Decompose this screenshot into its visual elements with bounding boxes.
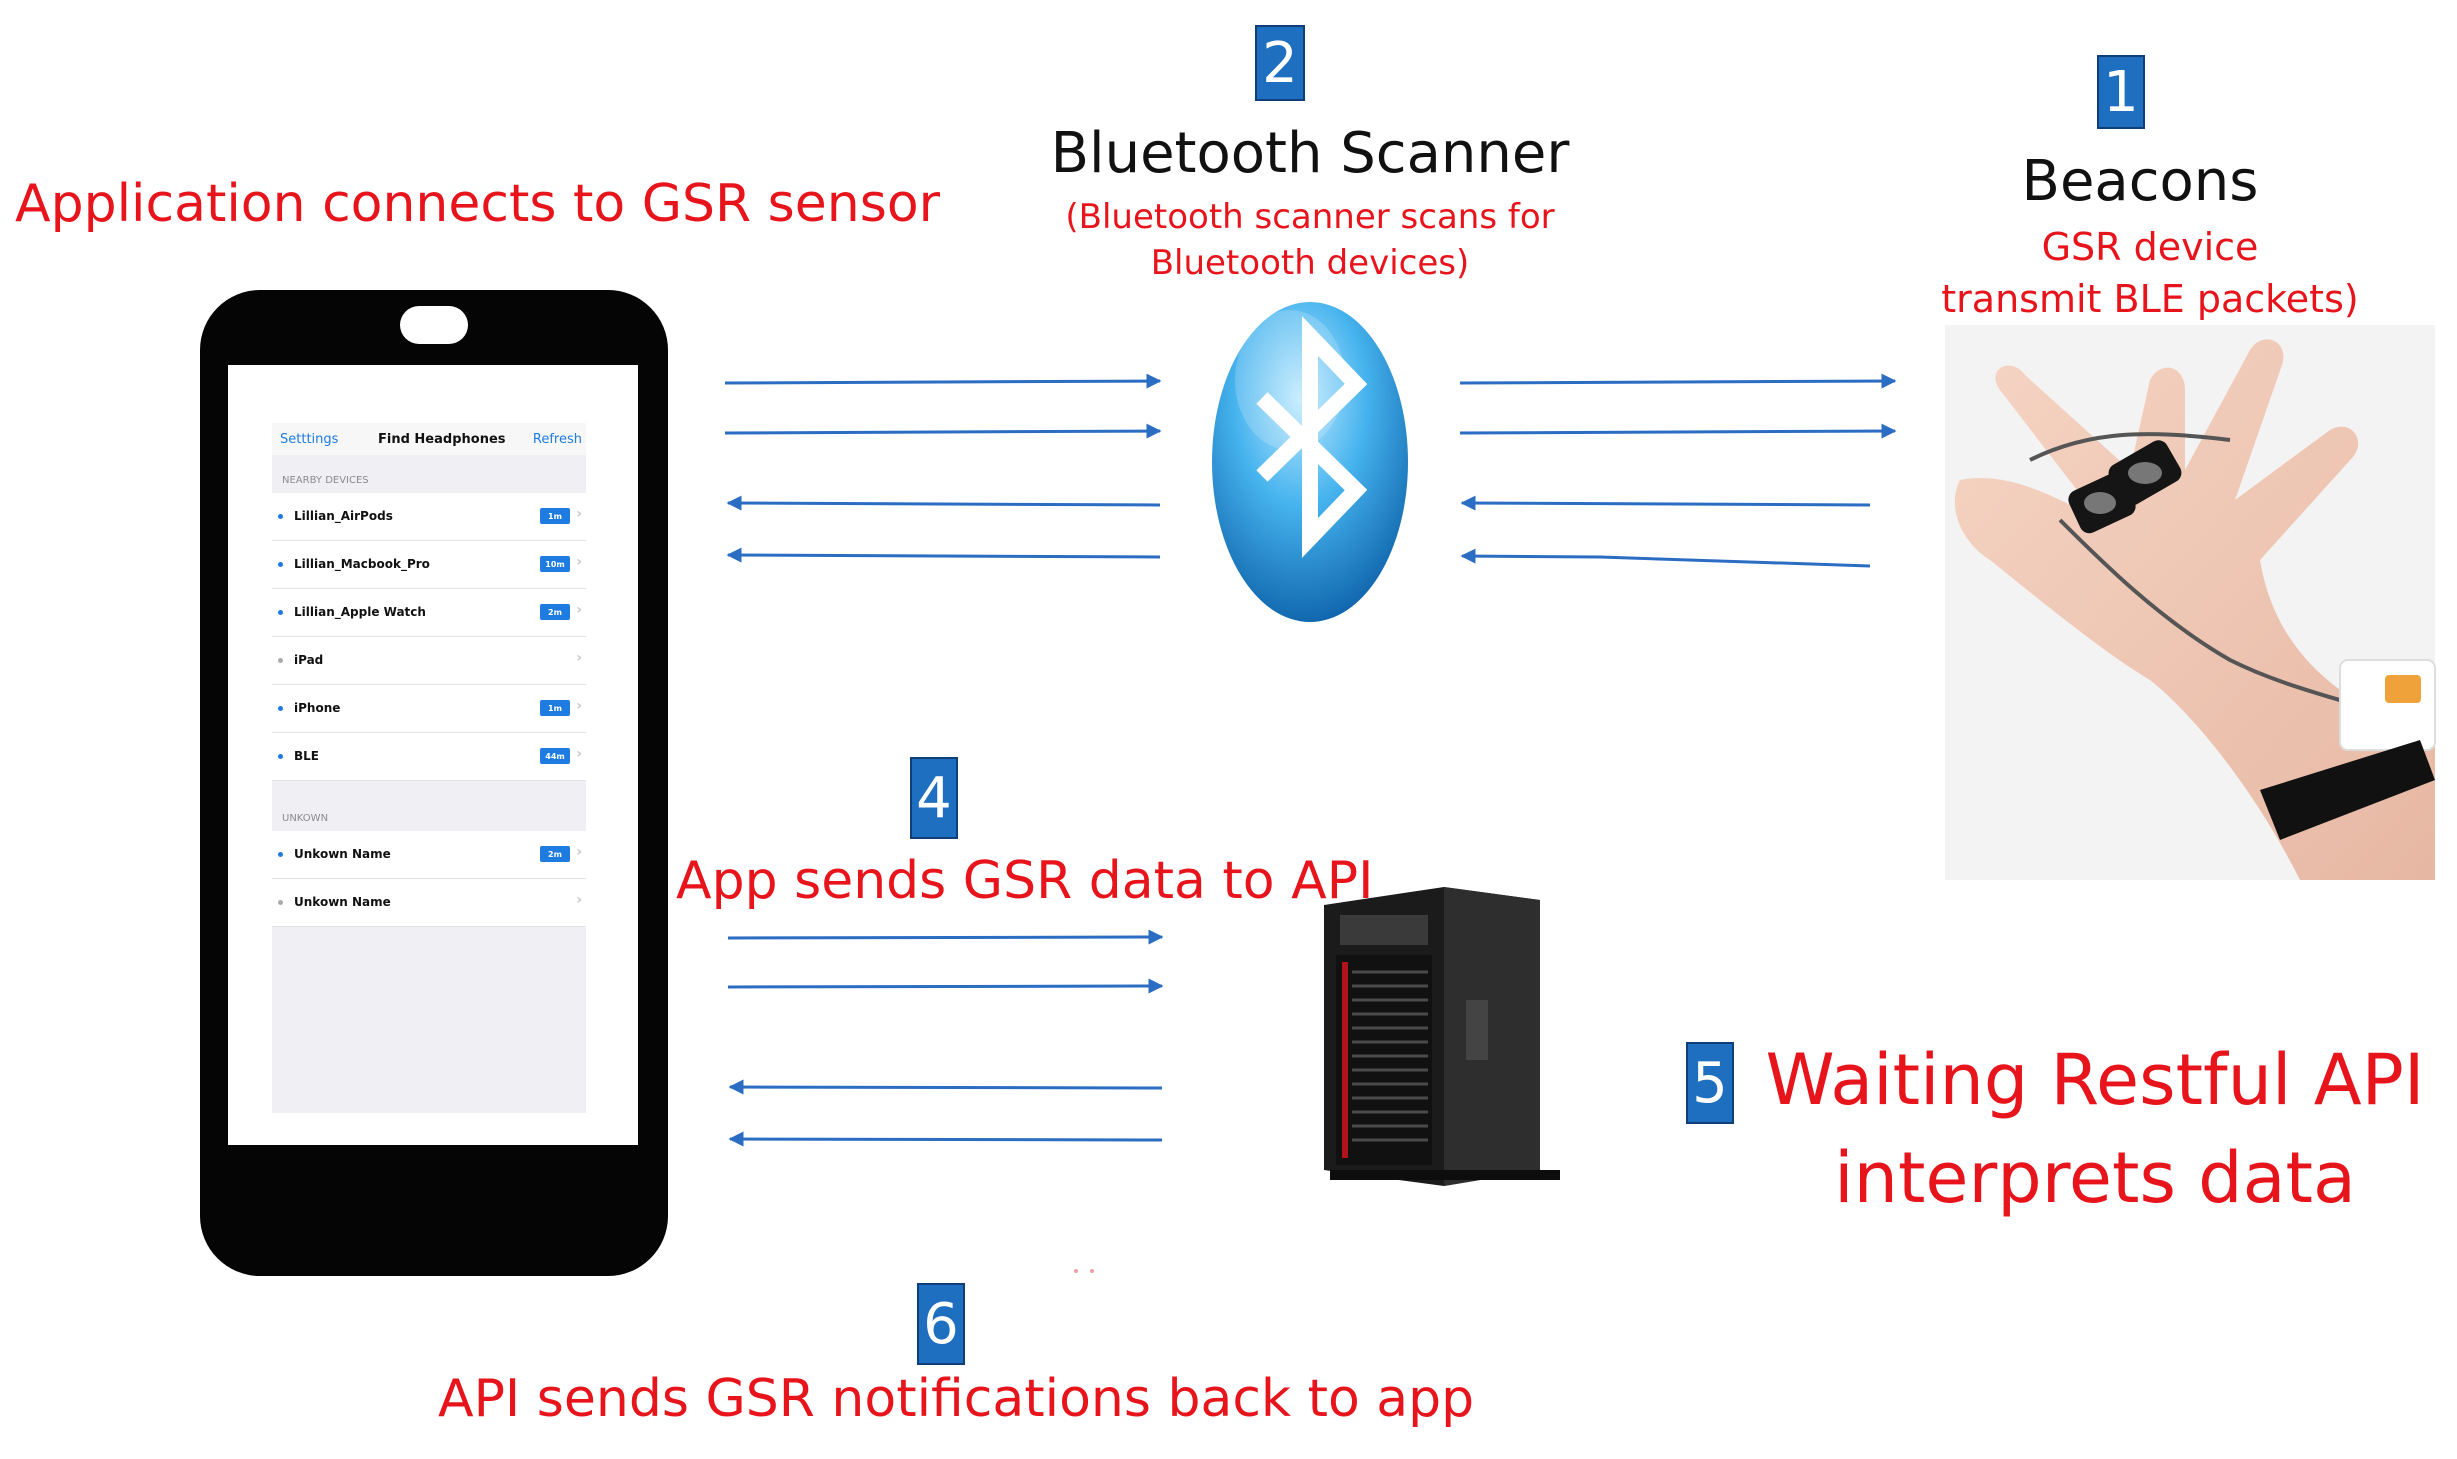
beacons-desc-line-1: GSR device xyxy=(2041,225,2259,269)
phone-screen: Setttings Find Headphones Refresh NEARBY… xyxy=(228,365,638,1145)
device-row[interactable]: Lillian_Apple Watch 2m › xyxy=(272,589,586,637)
arrow-right xyxy=(724,373,1162,389)
chevron-right-icon: › xyxy=(576,746,582,762)
status-dot xyxy=(278,754,283,759)
distance-badge: 10m xyxy=(540,556,570,572)
arrow-left xyxy=(1460,548,1601,564)
arrow-right xyxy=(1459,423,1897,439)
status-dot xyxy=(278,706,283,711)
device-name: Lillian_AirPods xyxy=(294,509,393,523)
faint-artifact-marks xyxy=(1074,1269,1094,1273)
step-badge-1: 1 xyxy=(2097,55,2145,129)
device-row[interactable]: Lillian_AirPods 1m › xyxy=(272,493,586,541)
step-badge-6: 6 xyxy=(917,1283,965,1365)
phone-bluetooth-arrows xyxy=(724,373,1162,563)
scanner-desc-line-1: (Bluetooth scanner scans for xyxy=(1065,197,1555,237)
chevron-right-icon: › xyxy=(576,602,582,618)
step-badge-5: 5 xyxy=(1686,1042,1734,1124)
bluetooth-beacon-arrows xyxy=(1459,373,1897,568)
section-nearby-devices: NEARBY DEVICES xyxy=(282,475,369,486)
chevron-right-icon: › xyxy=(576,554,582,570)
chevron-right-icon: › xyxy=(576,698,582,714)
refresh-link[interactable]: Refresh xyxy=(532,432,582,447)
api-sends-label: API sends GSR notifications back to app xyxy=(438,1369,1475,1429)
status-dot xyxy=(278,900,283,905)
arrow-right xyxy=(727,978,1164,994)
distance-badge: 2m xyxy=(540,846,570,862)
status-dot xyxy=(278,562,283,567)
beacons-title: Beacons xyxy=(2021,149,2259,214)
app-sends-label: App sends GSR data to API xyxy=(676,851,1374,911)
distance-badge: 2m xyxy=(540,604,570,620)
device-name: Unkown Name xyxy=(294,847,391,861)
distance-badge: 1m xyxy=(540,700,570,716)
arrow-left xyxy=(726,547,1161,563)
status-dot xyxy=(278,610,283,615)
device-row[interactable]: Unkown Name › xyxy=(272,879,586,927)
bluetooth-icon xyxy=(1212,302,1408,622)
chevron-right-icon: › xyxy=(576,892,582,908)
waiting-api-line-2: interprets data xyxy=(1834,1137,2356,1219)
device-row[interactable]: Unkown Name 2m › xyxy=(272,831,586,879)
arrow-right xyxy=(1459,373,1897,389)
settings-link[interactable]: Setttings xyxy=(280,432,339,447)
gsr-hand-image xyxy=(1945,325,2436,880)
device-row[interactable]: iPad › xyxy=(272,637,586,685)
distance-badge: 1m xyxy=(540,508,570,524)
chevron-right-icon: › xyxy=(576,506,582,522)
chevron-right-icon: › xyxy=(576,650,582,666)
arrow-left xyxy=(726,495,1161,511)
device-name: BLE xyxy=(294,749,319,763)
status-dot xyxy=(278,514,283,519)
server-tower-icon xyxy=(1324,887,1560,1186)
device-name: iPad xyxy=(294,653,324,667)
chevron-right-icon: › xyxy=(576,844,582,860)
section-unknown: UNKOWN xyxy=(282,813,329,824)
app-connects-label: Application connects to GSR sensor xyxy=(15,174,941,234)
app-nav-bar: Setttings Find Headphones Refresh xyxy=(272,423,586,455)
device-row[interactable]: iPhone 1m › xyxy=(272,685,586,733)
find-headphones-app: Setttings Find Headphones Refresh NEARBY… xyxy=(272,423,586,1113)
smartphone: Setttings Find Headphones Refresh NEARBY… xyxy=(200,290,668,1276)
app-title: Find Headphones xyxy=(378,432,506,447)
arrow-left xyxy=(1460,495,1871,511)
step-badge-4: 4 xyxy=(910,757,958,839)
device-name: Lillian_Macbook_Pro xyxy=(294,557,430,571)
arrow-left xyxy=(728,1131,1163,1147)
arrow-right xyxy=(724,423,1162,439)
scanner-desc-line-2: Bluetooth devices) xyxy=(1150,243,1470,283)
phone-speaker xyxy=(400,306,468,344)
phone-server-arrows xyxy=(727,929,1164,1147)
device-row[interactable]: BLE 44m › xyxy=(272,733,586,781)
step-badge-2: 2 xyxy=(1255,25,1305,101)
arrow-left xyxy=(728,1079,1163,1095)
status-dot xyxy=(278,658,283,663)
arrow-tail xyxy=(1599,555,1871,568)
arrow-right xyxy=(727,929,1164,945)
device-name: Unkown Name xyxy=(294,895,391,909)
beacons-desc-line-2: transmit BLE packets) xyxy=(1941,277,2359,321)
device-row[interactable]: Lillian_Macbook_Pro 10m › xyxy=(272,541,586,589)
status-dot xyxy=(278,852,283,857)
device-name: Lillian_Apple Watch xyxy=(294,605,426,619)
distance-badge: 44m xyxy=(540,748,570,764)
waiting-api-line-1: Waiting Restful API xyxy=(1765,1039,2425,1121)
device-name: iPhone xyxy=(294,701,341,715)
scanner-title: Bluetooth Scanner xyxy=(1050,121,1570,186)
